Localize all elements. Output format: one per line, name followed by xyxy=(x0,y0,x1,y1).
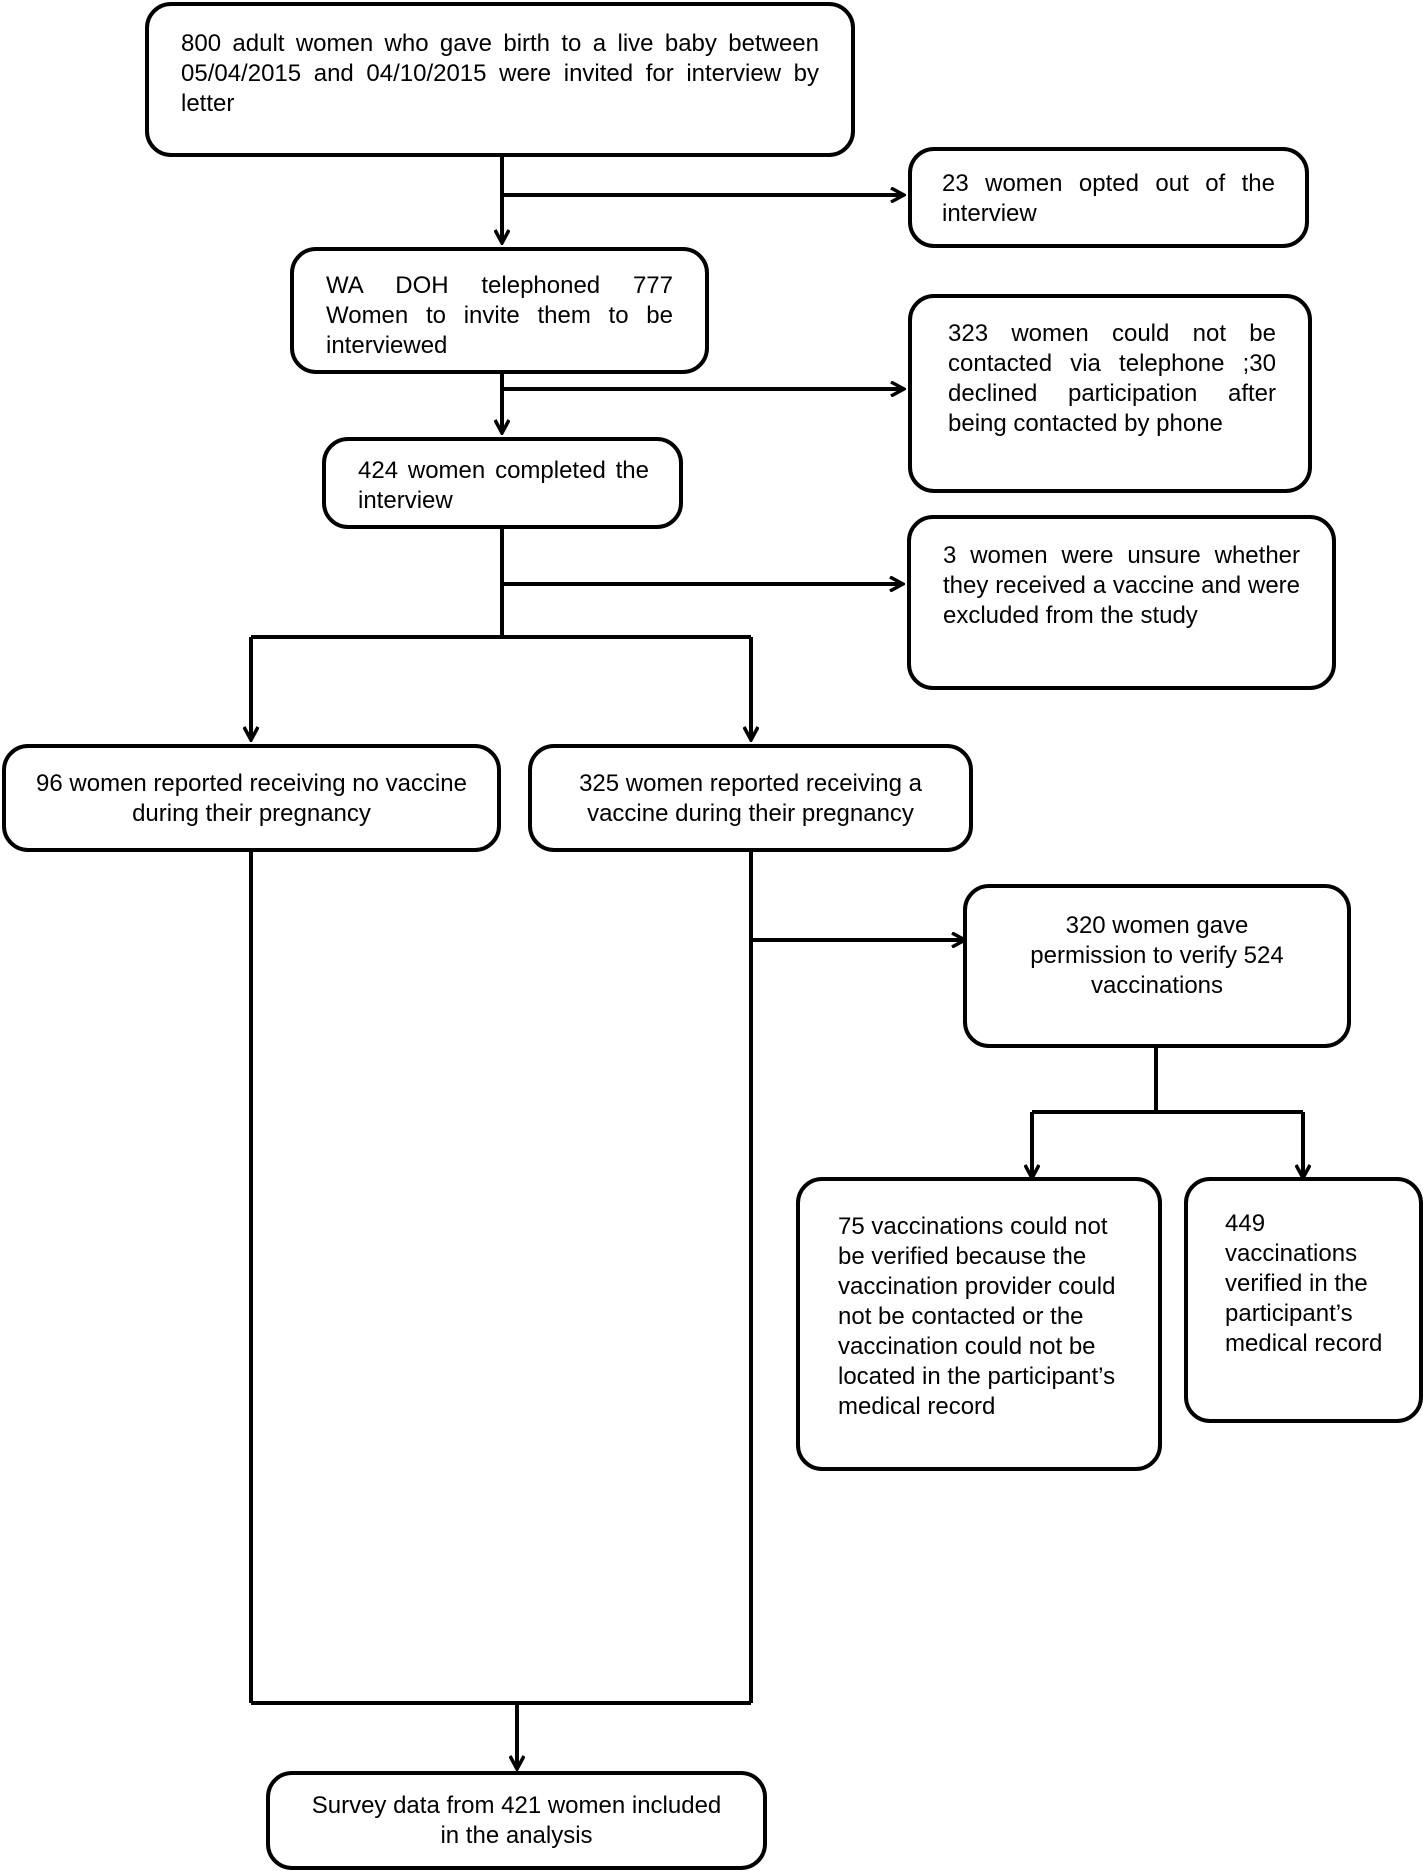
verified-box: 449 vaccinations verified in the partici… xyxy=(1184,1177,1423,1423)
not-contacted-box: 323 women could not be contacted via tel… xyxy=(908,294,1312,493)
opted-out-box: 23 women opted out of the interview xyxy=(908,147,1309,248)
invited-text: 800 adult women who gave birth to a live… xyxy=(181,30,819,117)
analysis-box: Survey data from 421 women included in t… xyxy=(266,1771,767,1870)
telephoned-box: WA DOH telephoned 777 Women to invite th… xyxy=(290,247,709,374)
vaccine-box: 325 women reported receiving a vaccine d… xyxy=(528,744,973,852)
not-contacted-text: 323 women could not be contacted via tel… xyxy=(948,320,1276,437)
analysis-text: Survey data from 421 women included in t… xyxy=(311,1792,722,1849)
no-vaccine-text: 96 women reported receiving no vaccine d… xyxy=(36,770,467,827)
permission-box: 320 women gave permission to verify 524 … xyxy=(963,884,1351,1048)
opted-out-text: 23 women opted out of the interview xyxy=(942,170,1275,227)
completed-text: 424 women completed the interview xyxy=(358,457,649,514)
unsure-box: 3 women were unsure whether they receive… xyxy=(907,515,1336,690)
no-vaccine-box: 96 women reported receiving no vaccine d… xyxy=(2,744,501,852)
permission-text: 320 women gave permission to verify 524 … xyxy=(1030,912,1284,999)
verified-text: 449 vaccinations verified in the partici… xyxy=(1225,1210,1383,1357)
vaccine-text: 325 women reported receiving a vaccine d… xyxy=(579,770,922,827)
unsure-text: 3 women were unsure whether they receive… xyxy=(943,542,1300,629)
invited-box: 800 adult women who gave birth to a live… xyxy=(145,2,855,157)
not-verified-text: 75 vaccinations could not be verified be… xyxy=(838,1213,1116,1420)
completed-box: 424 women completed the interview xyxy=(322,437,683,529)
not-verified-box: 75 vaccinations could not be verified be… xyxy=(796,1177,1162,1471)
telephoned-text: WA DOH telephoned 777 Women to invite th… xyxy=(326,272,673,359)
